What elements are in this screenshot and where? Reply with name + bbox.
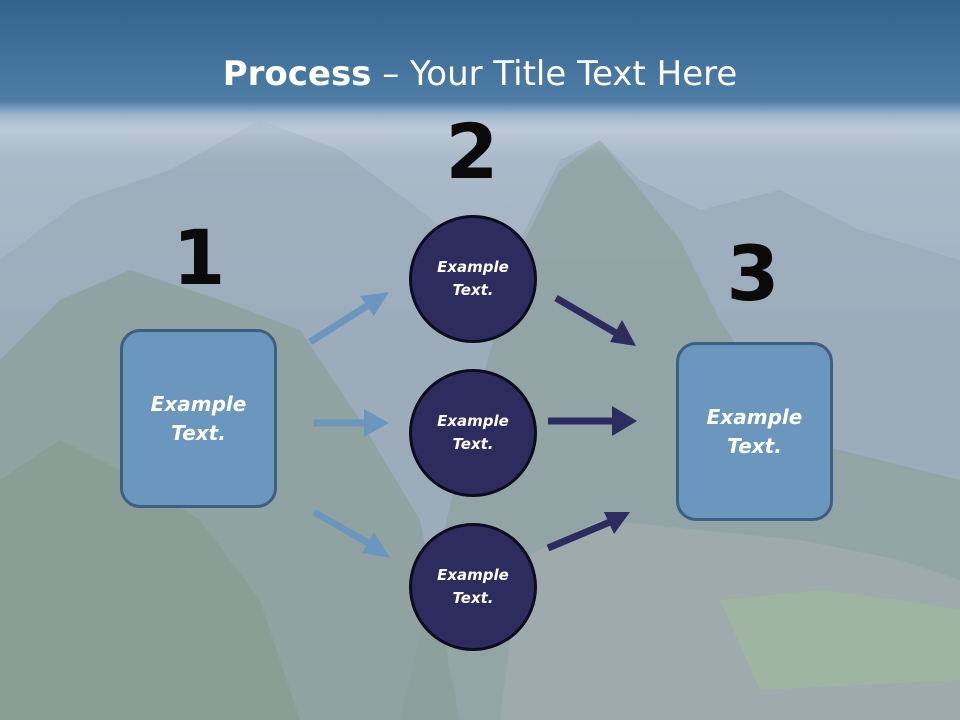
- circle-step-bottom: Example Text.: [409, 523, 537, 651]
- left-process-box-text: Example Text.: [150, 391, 247, 445]
- arrow-left-to-top: [308, 292, 389, 345]
- circle-step-bottom-text: Example Text.: [437, 566, 509, 607]
- right-process-box-text: Example Text.: [706, 404, 803, 458]
- arrow-left-to-middle: [314, 409, 389, 437]
- step-number-2: 2: [445, 107, 499, 196]
- arrow-middle-to-right: [548, 406, 637, 436]
- step-number-3: 3: [726, 229, 780, 318]
- left-process-box: Example Text.: [120, 329, 277, 508]
- arrow-left-to-bottom: [312, 508, 390, 558]
- arrow-top-to-right: [554, 294, 636, 346]
- slide-title-bold: Process: [222, 54, 372, 94]
- circle-step-middle: Example Text.: [409, 369, 537, 497]
- right-process-box: Example Text.: [676, 342, 833, 521]
- step-number-1: 1: [172, 213, 226, 302]
- slide-title-rest: – Your Title Text Here: [371, 54, 738, 94]
- arrow-bottom-to-right: [546, 512, 630, 552]
- circle-step-top: Example Text.: [409, 215, 537, 343]
- circle-step-top-text: Example Text.: [437, 258, 509, 299]
- circle-step-middle-text: Example Text.: [437, 412, 509, 453]
- slide-title: Process – Your Title Text Here: [0, 52, 960, 96]
